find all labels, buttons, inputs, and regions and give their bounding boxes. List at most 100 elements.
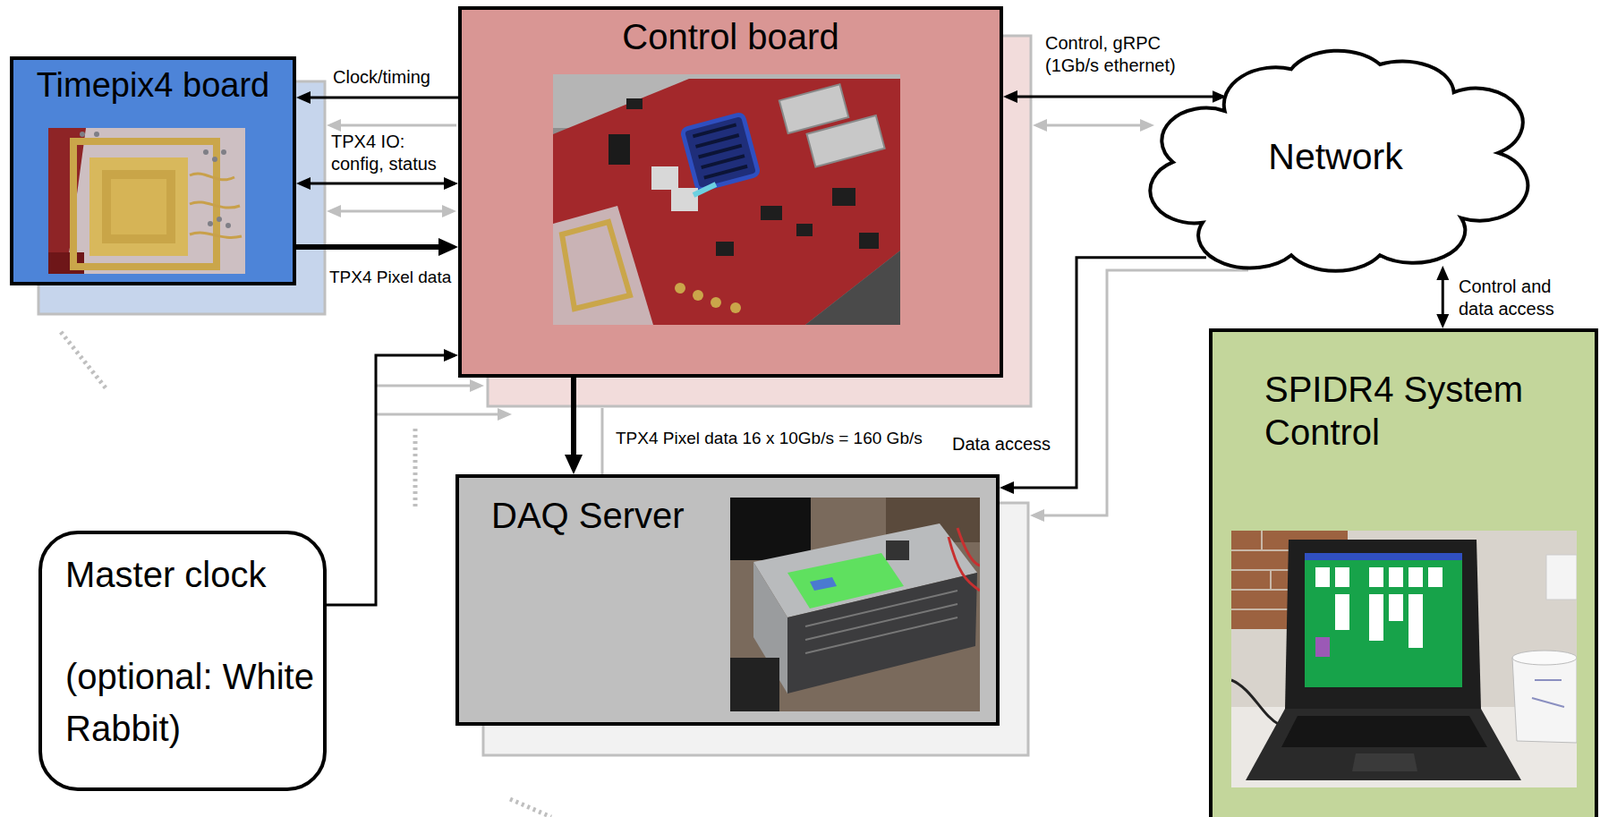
illustration-part xyxy=(553,74,901,325)
illustration-part xyxy=(693,184,716,196)
connector-arrow xyxy=(296,244,452,250)
illustration-part xyxy=(710,297,722,308)
illustration-part xyxy=(674,282,686,294)
label-anchor: Control and data access xyxy=(1458,275,1584,321)
illustration-part xyxy=(79,131,231,229)
illustration-part xyxy=(681,113,759,191)
edge-label: Control and data access xyxy=(1458,275,1584,321)
illustration-part xyxy=(1304,553,1463,688)
edge-label: TPX4 Pixel data xyxy=(329,266,452,289)
illustration-part xyxy=(1408,594,1423,648)
box-title: Master clock xyxy=(65,548,316,601)
cloud-shape xyxy=(1149,51,1528,272)
illustration-part xyxy=(730,302,741,314)
box-title: SPIDR4 System Control xyxy=(1264,367,1560,454)
server-photo xyxy=(730,497,980,712)
illustration-part xyxy=(1352,753,1418,772)
label-anchor: TPX4 IO: config, status xyxy=(331,130,457,176)
illustration-part xyxy=(1512,657,1577,743)
shadow-line xyxy=(601,408,605,475)
illustration-part xyxy=(730,497,980,712)
box-note: (optional: White Rabbit) xyxy=(65,650,316,755)
illustration-part xyxy=(730,497,811,561)
laptop-photo xyxy=(1231,530,1577,788)
illustration-part xyxy=(553,205,654,325)
illustration-part xyxy=(859,232,879,249)
illustration-part xyxy=(796,223,813,237)
illustration-part xyxy=(1335,594,1350,630)
edge-label: TPX4 Pixel data 16 x 10Gb/s = 160 Gb/s xyxy=(615,427,923,450)
illustration-part xyxy=(885,540,910,561)
illustration-part xyxy=(1285,539,1481,709)
illustration-part xyxy=(787,572,978,694)
illustration-part xyxy=(221,149,227,155)
illustration-part xyxy=(1546,554,1577,600)
illustration-part xyxy=(626,98,643,110)
illustration-part xyxy=(651,166,679,190)
illustration-part xyxy=(93,131,100,137)
illustration-part xyxy=(807,115,886,167)
box-title: Control board xyxy=(468,15,993,59)
illustration-part xyxy=(102,170,176,244)
dotted-line xyxy=(60,331,108,391)
illustration-part xyxy=(1408,567,1423,588)
box-title: Timepix4 board xyxy=(17,65,290,107)
clock-box: Master clock (optional: White Rabbit) xyxy=(38,530,327,792)
connector-arrow xyxy=(299,96,459,100)
shadow-arrow xyxy=(1036,124,1151,128)
illustration-part xyxy=(553,78,901,325)
illustration-part xyxy=(1304,553,1463,561)
illustration-part xyxy=(779,76,886,171)
network-cloud: Network xyxy=(1150,41,1521,274)
connector-arrow xyxy=(1441,269,1445,325)
illustration-part xyxy=(1315,567,1443,648)
shadow-arrow xyxy=(375,413,509,417)
control-board-photo xyxy=(553,74,901,325)
illustration-part xyxy=(207,221,213,227)
label-anchor: TPX4 Pixel data 16 x 10Gb/s = 160 Gb/s xyxy=(615,427,923,450)
dotted-line xyxy=(413,428,418,509)
illustration-part xyxy=(189,173,242,238)
edge-label: Data access xyxy=(952,433,1051,456)
illustration-part xyxy=(73,141,217,267)
illustration-part xyxy=(79,131,86,137)
illustration-part xyxy=(1315,567,1330,588)
illustration-part xyxy=(671,187,698,212)
illustration-part xyxy=(805,590,958,654)
dotted-line xyxy=(510,799,552,817)
illustration-part xyxy=(216,216,222,222)
illustration-part xyxy=(1369,594,1384,641)
illustration-part xyxy=(681,113,759,191)
illustration-part xyxy=(1531,680,1565,707)
illustration-part xyxy=(203,149,209,155)
illustration-part xyxy=(948,527,980,591)
illustration-part xyxy=(1388,567,1404,588)
illustration-part xyxy=(48,127,246,274)
connector-arrow xyxy=(570,377,577,469)
edge-label: TPX4 IO: config, status xyxy=(331,130,457,176)
illustration-part xyxy=(225,222,231,229)
illustration-part xyxy=(1512,650,1577,665)
illustration-part xyxy=(1388,594,1404,622)
illustration-part xyxy=(692,289,704,301)
illustration-part xyxy=(608,134,630,165)
illustration-part xyxy=(1369,567,1384,588)
illustration-part xyxy=(1281,715,1488,748)
box-title: DAQ Server xyxy=(491,493,724,537)
label-anchor: Control, gRPC (1Gb/s ethernet) xyxy=(1045,32,1205,77)
illustration-part xyxy=(89,157,188,256)
illustration-part xyxy=(1231,680,1280,725)
shadow-arrow xyxy=(330,124,457,128)
shadow-arrow xyxy=(330,210,453,213)
illustration-part xyxy=(110,178,167,235)
connector-arrow xyxy=(326,355,455,605)
edge-label: Control, gRPC (1Gb/s ethernet) xyxy=(1045,32,1205,77)
illustration-part xyxy=(1315,637,1330,657)
illustration-part xyxy=(809,577,837,591)
illustration-part xyxy=(1335,567,1350,588)
box-title: Network xyxy=(1268,135,1403,179)
illustration-part xyxy=(626,98,879,256)
illustration-part xyxy=(715,241,734,256)
label-anchor: TPX4 Pixel data xyxy=(329,266,452,289)
connector-arrow xyxy=(1006,95,1224,99)
